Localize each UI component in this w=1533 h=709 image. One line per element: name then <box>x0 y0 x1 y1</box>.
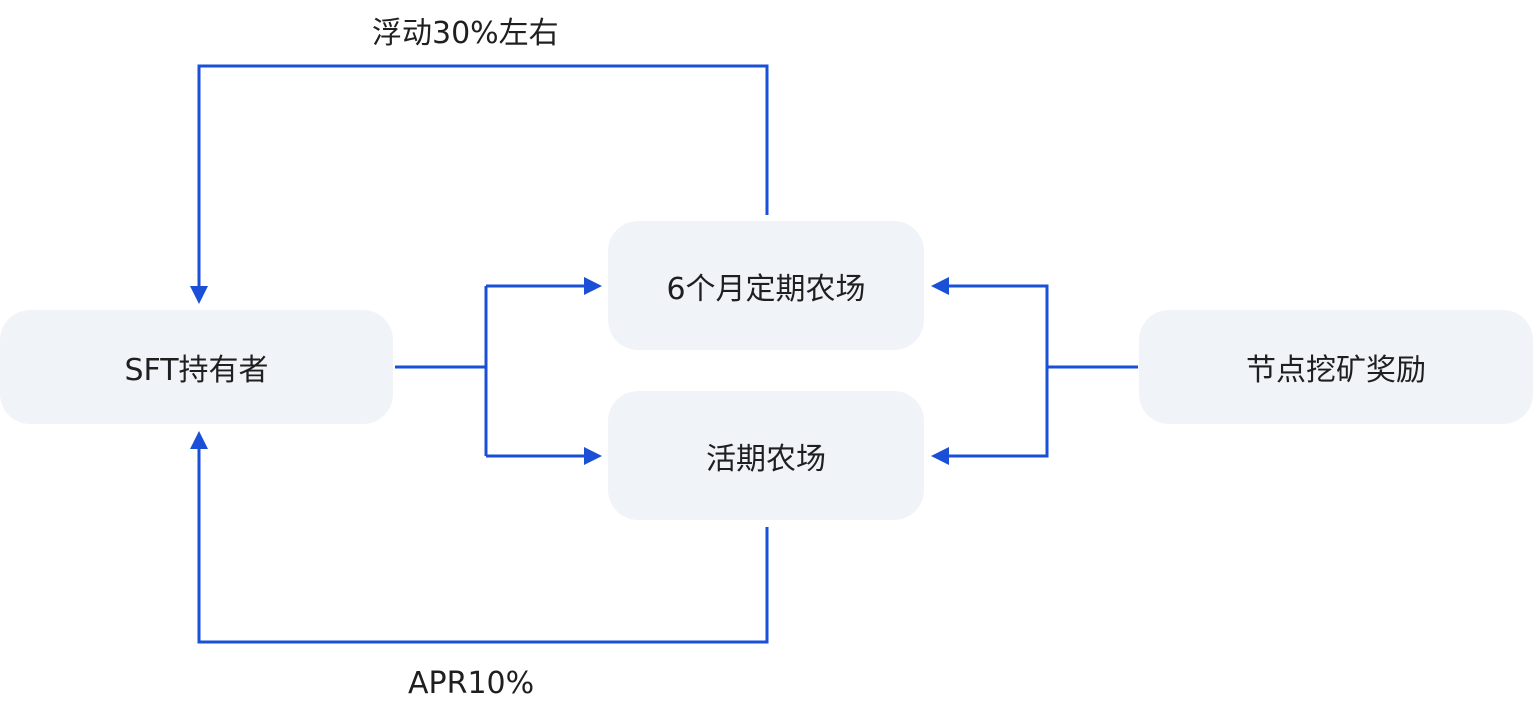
arrow-left-icon <box>931 277 949 295</box>
node-6-month-farm: 6个月定期农场 <box>608 221 924 350</box>
node-label: 活期农场 <box>706 441 826 477</box>
arrow-down-icon <box>190 286 208 304</box>
node-label: 6个月定期农场 <box>666 271 866 307</box>
node-label: SFT持有者 <box>124 353 269 388</box>
edge-farm6-to-holder <box>197 64 769 290</box>
arrow-right-icon <box>584 277 602 295</box>
edge-mining-to-farms <box>945 284 1138 369</box>
arrow-up-icon <box>190 431 208 449</box>
arrow-right-icon <box>584 447 602 465</box>
node-flexible-farm: 活期农场 <box>608 391 924 520</box>
arrow-left-icon <box>931 447 949 465</box>
node-sft-holder: SFT持有者 <box>0 310 393 424</box>
edge-label-top: 浮动30%左右 <box>372 16 559 51</box>
edge-flex-to-holder <box>197 445 769 644</box>
node-label: 节点挖矿奖励 <box>1246 353 1426 388</box>
edge-label-bottom: APR10% <box>408 666 535 701</box>
node-mining-reward: 节点挖矿奖励 <box>1139 310 1533 424</box>
